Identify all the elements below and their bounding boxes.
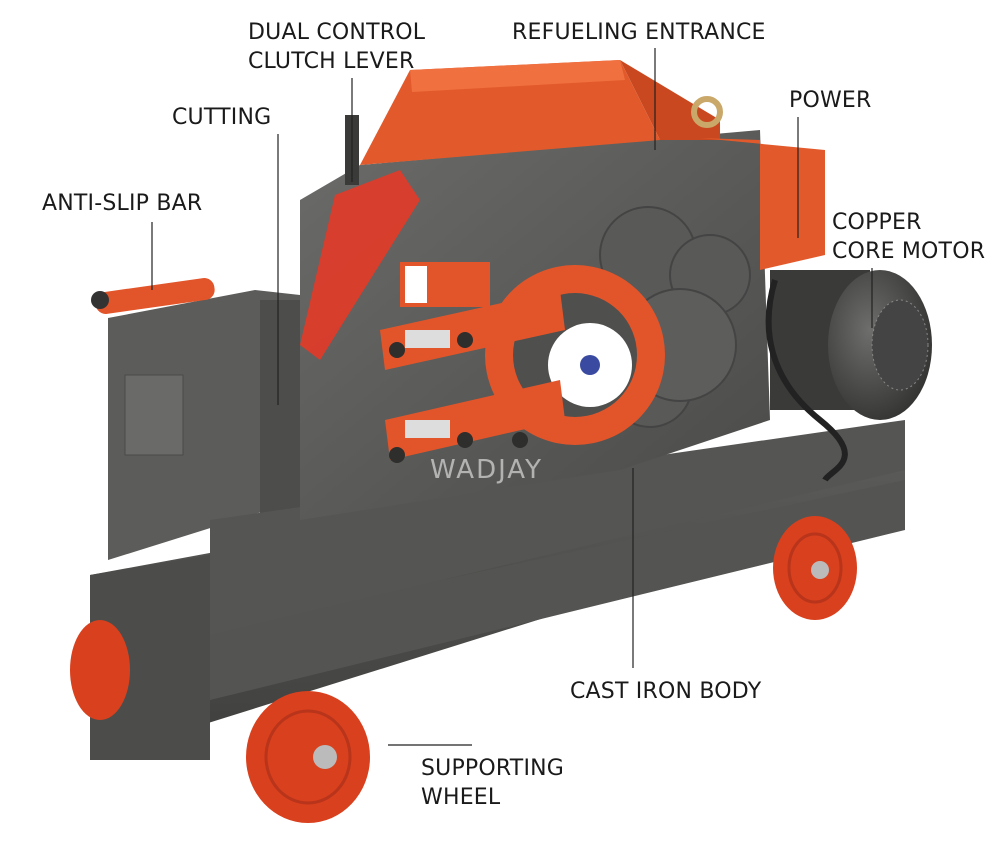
- label-supporting-line1: SUPPORTING: [421, 756, 565, 781]
- leader-lines: [151, 48, 873, 746]
- anti-slip-bar: [91, 278, 215, 314]
- lifting-eye: [691, 96, 723, 128]
- watermark-text: WADJAY: [430, 455, 543, 485]
- label-cutting: CUTTING: [172, 105, 272, 130]
- label-copper-line2: CORE MOTOR: [832, 239, 986, 264]
- supporting-wheels: [70, 516, 857, 823]
- cutting-assembly: [380, 265, 665, 463]
- label-cast-iron: CAST IRON BODY: [570, 679, 762, 704]
- label-copper-line1: COPPER: [832, 210, 922, 235]
- label-refueling: REFUELING ENTRANCE: [512, 20, 766, 45]
- label-supporting-line2: WHEEL: [421, 785, 501, 810]
- label-dual-control: DUAL CONTROL CLUTCH LEVER: [248, 18, 425, 76]
- label-dual-control-line2: CLUTCH LEVER: [248, 49, 415, 74]
- label-anti-slip: ANTI-SLIP BAR: [42, 191, 203, 216]
- label-supporting-wheel: SUPPORTING WHEEL: [421, 754, 564, 812]
- copper-core-motor: [765, 270, 932, 482]
- label-power: POWER: [789, 88, 872, 113]
- label-dual-control-line1: DUAL CONTROL: [248, 20, 426, 45]
- label-copper-motor: COPPER CORE MOTOR: [832, 208, 985, 266]
